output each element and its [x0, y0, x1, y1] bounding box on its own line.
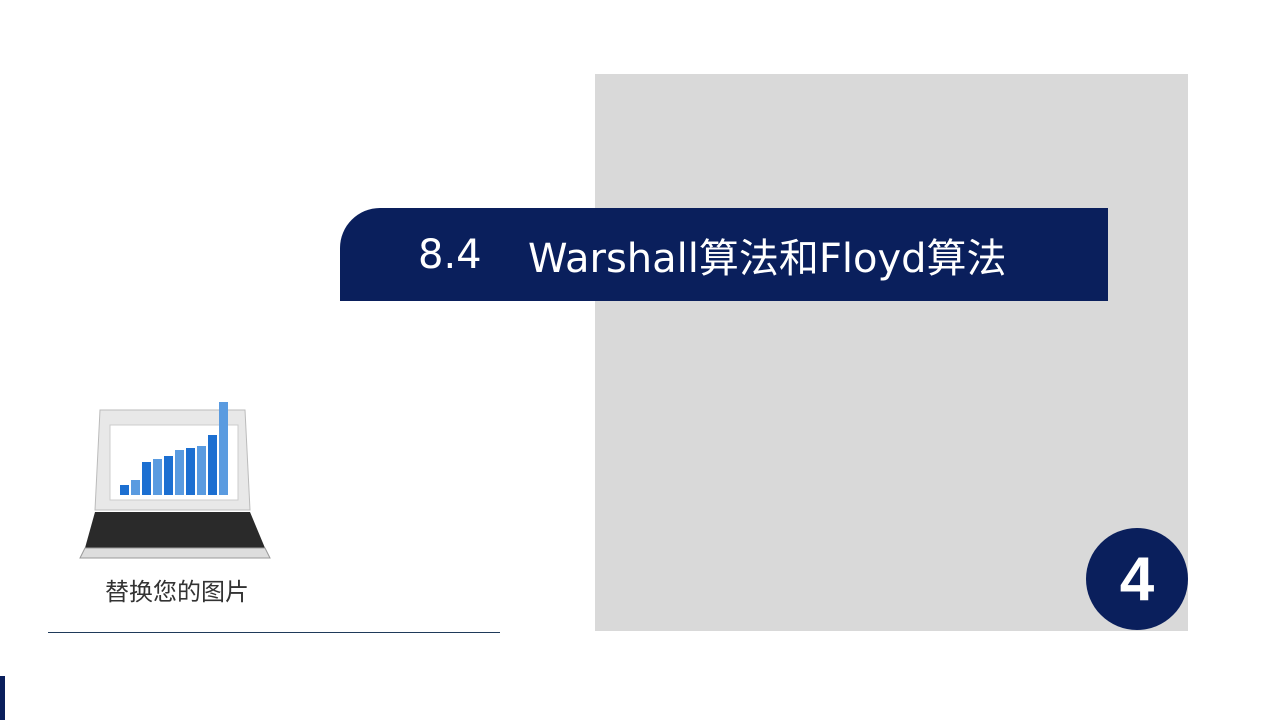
edge-accent-bar	[0, 676, 5, 720]
title-banner: 8.4 Warshall算法和Floyd算法	[340, 208, 1108, 301]
slide-title: Warshall算法和Floyd算法	[528, 235, 1007, 282]
divider-line	[48, 632, 500, 633]
laptop-chart-image	[79, 402, 271, 559]
section-number: 8.4	[418, 231, 482, 278]
section-badge: 4	[1086, 528, 1188, 630]
gray-panel	[595, 74, 1188, 631]
image-caption: 替换您的图片	[105, 578, 249, 606]
